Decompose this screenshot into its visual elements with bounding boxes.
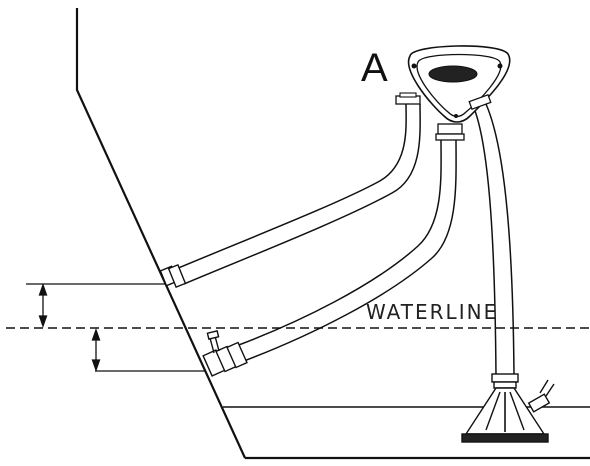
hull-outline xyxy=(75,8,590,460)
waterline-label: WATERLINE xyxy=(366,300,499,324)
upper-through-hull-fitting xyxy=(159,263,187,289)
upper-hose xyxy=(175,103,421,285)
fitting-a-label: A xyxy=(361,46,388,90)
lower-through-hull-seacock xyxy=(202,330,248,377)
vertical-hose xyxy=(473,103,515,377)
strainer-base xyxy=(461,373,555,443)
fitting-a-manifold xyxy=(395,45,511,141)
dimension-lines xyxy=(26,283,205,372)
lower-hose xyxy=(235,139,457,362)
